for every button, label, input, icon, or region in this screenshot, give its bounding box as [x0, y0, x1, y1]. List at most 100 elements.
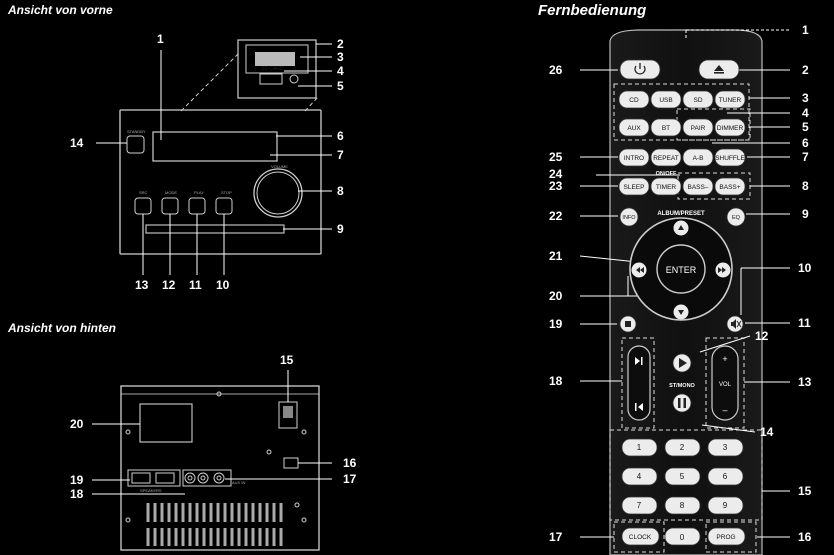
sd-button[interactable] — [682, 90, 714, 109]
label: 22 — [549, 209, 563, 223]
label: A-B — [693, 155, 704, 162]
label: 15 — [798, 484, 812, 498]
back-callout: 15 — [280, 353, 294, 367]
label: DIMMER — [717, 125, 744, 132]
front-callout: 6 — [337, 129, 344, 143]
label: 4 — [637, 472, 642, 481]
num-2-button[interactable] — [664, 438, 701, 457]
label: 0 — [680, 533, 685, 542]
front-callout: 5 — [337, 79, 344, 93]
bass-minus-button[interactable] — [682, 177, 714, 196]
dimmer-button[interactable] — [714, 118, 746, 137]
num-6-button[interactable] — [707, 467, 744, 486]
label: 1 — [637, 443, 642, 452]
label: AUX — [627, 125, 641, 132]
ab-button[interactable] — [682, 148, 714, 167]
enter-button[interactable] — [656, 244, 706, 294]
pause-icon — [678, 398, 686, 408]
label: 4 — [802, 106, 809, 120]
intro-button[interactable] — [618, 148, 650, 167]
num-3-button[interactable] — [707, 438, 744, 457]
label: ON/OFF — [656, 171, 677, 177]
front-callout: 4 — [337, 64, 344, 78]
prog-button[interactable] — [707, 527, 746, 546]
usb-button[interactable] — [650, 90, 682, 109]
front-callout: 11 — [189, 278, 202, 292]
front-leader-lines — [96, 43, 332, 275]
label: 21 — [549, 249, 563, 263]
skip-rocker[interactable] — [627, 345, 651, 421]
shuffle-button[interactable] — [714, 148, 746, 167]
label: + — [722, 354, 727, 364]
remote-body-labels: ON/OFF ALBUM/PRESET ENTER ST/MONO VOL + … — [656, 171, 732, 415]
label: SD CARD — [261, 66, 284, 72]
num-9-button[interactable] — [707, 496, 744, 515]
label: USB — [659, 97, 672, 104]
tuner-button[interactable] — [714, 90, 746, 109]
label: EQ — [732, 215, 741, 221]
timer-button[interactable] — [650, 177, 682, 196]
front-callout: 13 — [135, 278, 149, 292]
pair-button[interactable] — [682, 118, 714, 137]
num-0-button[interactable] — [664, 527, 701, 546]
prev-icon — [635, 403, 643, 411]
num-7-button[interactable] — [621, 496, 658, 515]
front-callout: 10 — [216, 278, 230, 292]
sleep-button[interactable] — [618, 177, 650, 196]
label: 9 — [723, 501, 728, 510]
label: CLOCK — [629, 534, 652, 541]
volume-rocker[interactable] — [711, 345, 739, 421]
aux-button[interactable] — [618, 118, 650, 137]
label: 7 — [802, 150, 809, 164]
label: VOL — [719, 382, 732, 388]
power-button[interactable] — [619, 59, 661, 80]
label: 24 — [549, 167, 563, 181]
label: BT — [662, 125, 670, 132]
remote-callout-labels: 1 2 3 4 5 6 7 8 9 10 11 12 13 14 15 16 1… — [549, 23, 812, 544]
stop-icon — [625, 321, 631, 327]
next-icon — [635, 357, 643, 365]
num-8-button[interactable] — [664, 496, 701, 515]
bass-plus-button[interactable] — [714, 177, 746, 196]
label: BASS+ — [719, 184, 740, 191]
num-1-button[interactable] — [621, 438, 658, 457]
bt-button[interactable] — [650, 118, 682, 137]
front-callout: 12 — [162, 278, 176, 292]
remote-button-labels: CD USB SD TUNER AUX BT PAIR DIMMER INTRO… — [622, 97, 745, 542]
front-view-title: Ansicht von vorne — [8, 3, 113, 17]
label: 9 — [802, 207, 809, 221]
label: 17 — [549, 530, 563, 544]
num-4-button[interactable] — [621, 467, 658, 486]
label: STOP — [221, 190, 232, 195]
front-callout: 2 — [337, 37, 344, 51]
label: 25 — [549, 150, 563, 164]
back-view-device: SPEAKERS AUX IN — [120, 385, 320, 551]
num-5-button[interactable] — [664, 467, 701, 486]
front-callout: 9 — [337, 222, 344, 236]
label: 2 — [680, 443, 685, 452]
remote-icons — [625, 63, 742, 411]
eq-button[interactable] — [726, 207, 746, 227]
label: 18 — [549, 374, 563, 388]
label: TUNER — [719, 97, 742, 104]
back-callout: 19 — [70, 473, 84, 487]
front-callout: 7 — [337, 148, 344, 162]
cd-button[interactable] — [618, 90, 650, 109]
clock-button[interactable] — [621, 527, 660, 546]
pause-button[interactable] — [672, 393, 692, 413]
label: ALBUM/PRESET — [657, 211, 705, 217]
label: 16 — [798, 530, 812, 544]
label: 19 — [549, 317, 563, 331]
down-icon — [678, 310, 684, 315]
label: 20 — [549, 289, 563, 303]
label: 23 — [549, 179, 563, 193]
back-leader-lines — [92, 370, 332, 495]
label: 5 — [680, 472, 685, 481]
label: 8 — [680, 501, 685, 510]
front-view-device: SD CARD STANDBY VOLUME SRC MODE PLAY STO… — [119, 39, 322, 255]
repeat-button[interactable] — [650, 148, 682, 167]
front-callout: 3 — [337, 50, 344, 64]
front-callout: 14 — [70, 136, 84, 150]
info-button[interactable] — [619, 207, 639, 227]
back-callout: 20 — [70, 417, 84, 431]
